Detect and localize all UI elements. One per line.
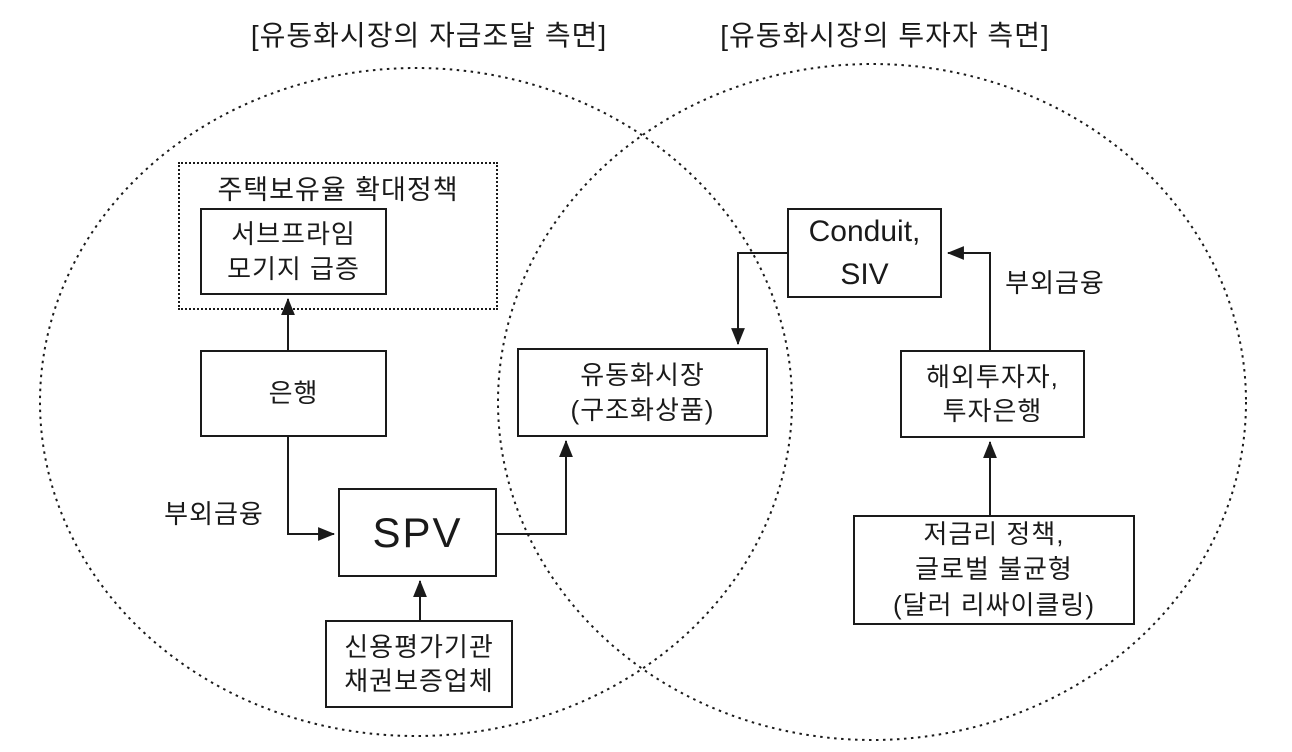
funding-side-title: [유동화시장의 자금조달 측면] (250, 20, 608, 51)
arrow-spv-to-market (497, 439, 573, 535)
investor-side-circle (497, 63, 1247, 741)
funding-side-circle (39, 67, 793, 737)
arrow-conduit-to-market (731, 252, 787, 346)
housing-policy-group-label: 주택보유율 확대정책 (217, 175, 459, 205)
offbalance-financing-label-right: 부외금융 (1005, 268, 1105, 298)
foreign-investor-box: 해외투자자, 투자은행 (900, 350, 1085, 438)
investor-side-title: [유동화시장의 투자자 측면] (720, 20, 1050, 51)
offbalance-financing-label-left: 부외금융 (164, 499, 264, 529)
spv-box: SPV (338, 488, 497, 577)
rating-agency-box: 신용평가기관 채권보증업체 (325, 620, 513, 708)
securitization-market-box: 유동화시장 (구조화상품) (517, 348, 768, 437)
bank-box: 은행 (200, 350, 387, 437)
arrow-bank-to-spv (287, 437, 336, 541)
conduit-siv-box: Conduit, SIV (787, 208, 942, 298)
subprime-mortgage-box: 서브프라임 모기지 급증 (200, 208, 387, 295)
low-rate-policy-box: 저금리 정책, 글로벌 불균형 (달러 리싸이클링) (853, 515, 1135, 625)
arrow-investor-to-conduit (946, 246, 991, 350)
housing-policy-group: 주택보유율 확대정책 (178, 162, 498, 310)
